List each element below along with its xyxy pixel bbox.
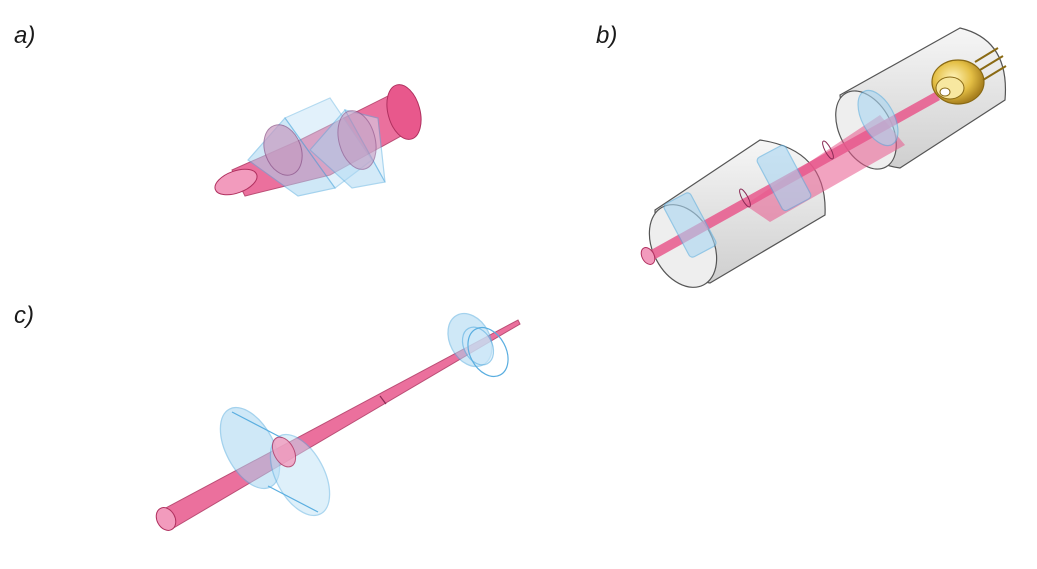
beam-c-end-face <box>155 507 177 531</box>
beam-a-end-face <box>214 168 258 196</box>
beam-b-waist-2 <box>822 140 834 160</box>
beam-a-inside-ellipse-2 <box>337 110 377 170</box>
panel-c-focusing <box>155 312 521 531</box>
beam-a-far-face <box>386 84 422 140</box>
beam-c-waist <box>379 395 387 405</box>
lens-b-3 <box>857 89 899 147</box>
beam-a-inside-ellipse <box>263 124 303 176</box>
lens-c-large <box>219 406 331 517</box>
laser-diode <box>931 47 1007 105</box>
lens-b-1 <box>663 192 717 258</box>
panel-b-laser-module <box>640 27 1007 288</box>
panel-label-c: c) <box>14 302 34 329</box>
panel-label-b: b) <box>596 22 618 49</box>
beam-b-waist-1 <box>739 188 751 208</box>
panel-a-prism-pair <box>214 84 422 197</box>
lens-b-2 <box>756 144 812 212</box>
lens-c-small <box>447 312 509 378</box>
panel-label-a: a) <box>14 22 36 49</box>
beam-b-exit-face <box>640 247 656 265</box>
